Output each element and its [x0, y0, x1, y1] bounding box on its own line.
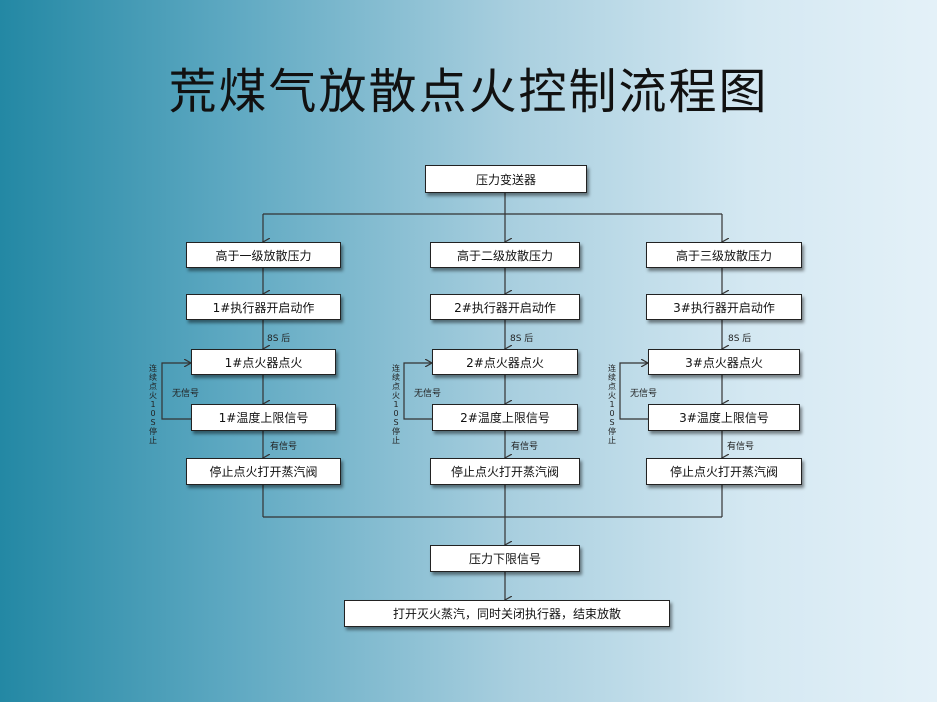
ignitor-1-node: 1#点火器点火 [191, 349, 336, 375]
stop-ignition-1-node: 停止点火打开蒸汽阀 [186, 458, 341, 485]
no-signal-label-3: 无信号 [630, 389, 658, 399]
temp-signal-3-node: 3#温度上限信号 [648, 404, 800, 431]
temp-signal-1-node: 1#温度上限信号 [191, 404, 336, 431]
no-signal-label-2: 无信号 [414, 389, 442, 399]
delay-label-2: 8S 后 [510, 334, 534, 344]
stop-ignition-3-node: 停止点火打开蒸汽阀 [646, 458, 802, 485]
actuator-1-node: 1#执行器开启动作 [186, 294, 341, 320]
side-label-1: 连续点火10S停止 [149, 364, 157, 445]
pressure-level-2-node: 高于二级放散压力 [430, 242, 580, 268]
side-label-3: 连续点火10S停止 [608, 364, 616, 445]
has-signal-label-3: 有信号 [727, 442, 755, 452]
has-signal-label-1: 有信号 [270, 442, 298, 452]
temp-signal-2-node: 2#温度上限信号 [432, 404, 578, 431]
delay-label-3: 8S 后 [728, 334, 752, 344]
actuator-2-node: 2#执行器开启动作 [430, 294, 580, 320]
actuator-3-node: 3#执行器开启动作 [646, 294, 802, 320]
pressure-level-3-node: 高于三级放散压力 [646, 242, 802, 268]
side-label-2: 连续点火10S停止 [392, 364, 400, 445]
no-signal-label-1: 无信号 [172, 389, 200, 399]
pressure-transmitter-node: 压力变送器 [425, 165, 587, 193]
ignitor-2-node: 2#点火器点火 [432, 349, 578, 375]
pressure-level-1-node: 高于一级放散压力 [186, 242, 341, 268]
pressure-lower-limit-node: 压力下限信号 [430, 545, 580, 572]
page-title: 荒煤气放散点火控制流程图 [168, 64, 769, 120]
has-signal-label-2: 有信号 [511, 442, 539, 452]
ignitor-3-node: 3#点火器点火 [648, 349, 800, 375]
delay-label-1: 8S 后 [267, 334, 291, 344]
end-venting-node: 打开灭火蒸汽，同时关闭执行器，结束放散 [344, 600, 670, 627]
stop-ignition-2-node: 停止点火打开蒸汽阀 [430, 458, 580, 485]
